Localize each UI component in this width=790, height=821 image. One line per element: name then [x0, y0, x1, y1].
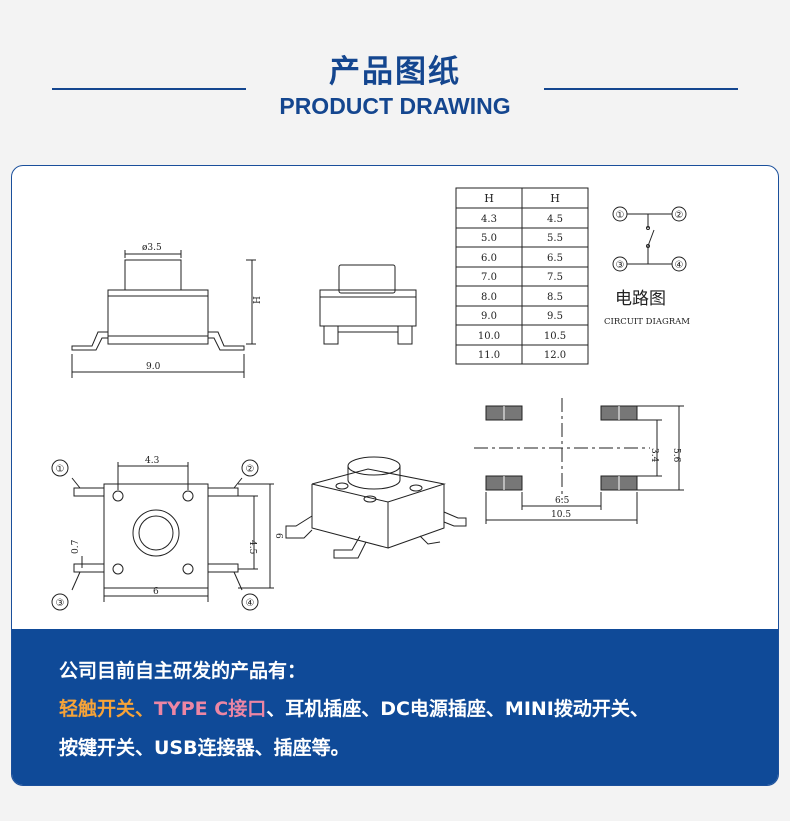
page-title: 产品图纸 [329, 54, 461, 90]
products-intro: 公司目前自主研发的产品有： [59, 660, 307, 682]
page-subtitle: PRODUCT DRAWING [279, 93, 511, 119]
dim-65: 6.5 [555, 496, 570, 506]
dim-56: 5.6 [671, 448, 681, 463]
dim-6-bottom: 6 [153, 587, 159, 597]
circuit-pin-1: ① [616, 210, 625, 221]
highlight-type-c: TYPE C接口 [154, 698, 267, 720]
dim-07: 0.7 [71, 539, 81, 554]
table-cell: 8.0 [481, 292, 497, 303]
circuit-pin-4: ④ [675, 260, 684, 271]
product-info-box: 公司目前自主研发的产品有： 轻触开关、TYPE C接口、耳机插座、DC电源插座、… [12, 629, 778, 785]
table-cell: 12.0 [544, 350, 566, 361]
table-cell: 9.0 [481, 311, 497, 322]
products-rest: 、耳机插座、DC电源插座、MINI拨动开关、 [266, 698, 649, 720]
circuit-title-en: CIRCUIT DIAGRAM [604, 317, 690, 327]
circuit-pin-2: ② [675, 210, 684, 221]
products-line-3: 按键开关、USB连接器、插座等。 [59, 737, 350, 759]
table-cell: 9.5 [547, 311, 563, 322]
highlight-tact-switch: 轻触开关、 [59, 698, 155, 720]
pin-1: ① [56, 464, 65, 475]
pin-4: ④ [246, 598, 255, 609]
dim-dia: ø3.5 [142, 243, 162, 253]
table-cell: 5.0 [481, 233, 497, 244]
table-cell: 6.0 [481, 253, 497, 264]
table-cell: 4.3 [481, 214, 497, 225]
table-cell: 10.0 [478, 331, 500, 342]
pin-3: ③ [56, 598, 65, 609]
technical-drawing: ø3.5 H 9.0 H H 4.3 4.5 5.0 [51, 187, 690, 611]
products-line-2: 轻触开关、TYPE C接口、耳机插座、DC电源插座、MINI拨动开关、 [59, 694, 649, 721]
dim-w: 9.0 [146, 362, 161, 372]
front-view [319, 264, 417, 345]
dim-h: H [253, 296, 263, 304]
pcb-footprint [474, 398, 684, 524]
dim-45: 4.5 [247, 540, 257, 555]
isometric-view [285, 456, 467, 559]
circuit-pin-3: ③ [616, 260, 625, 271]
top-view [51, 459, 274, 611]
dim-43: 4.3 [145, 456, 160, 466]
table-cell: 6.5 [547, 253, 563, 264]
table-cell: 7.5 [547, 272, 563, 283]
dim-6-right: 6 [273, 533, 283, 539]
table-header-2: H [550, 192, 560, 205]
height-table [455, 187, 589, 365]
table-cell: 10.5 [544, 331, 566, 342]
table-cell: 7.0 [481, 272, 497, 283]
table-cell: 4.5 [547, 214, 563, 225]
dim-34: 3.4 [649, 448, 659, 463]
circuit-diagram [612, 206, 687, 272]
title-line-right [544, 88, 738, 90]
table-header-1: H [484, 192, 494, 205]
table-cell: 8.5 [547, 292, 563, 303]
title-line-left [52, 88, 246, 90]
table-cell: 5.5 [547, 233, 563, 244]
drawing-card: ø3.5 H 9.0 H H 4.3 4.5 5.0 [11, 165, 779, 786]
dim-105: 10.5 [551, 510, 571, 520]
table-cell: 11.0 [478, 350, 500, 361]
side-view-dimensioned [71, 250, 256, 378]
circuit-title-cn: 电路图 [615, 289, 666, 309]
pin-2: ② [246, 464, 255, 475]
